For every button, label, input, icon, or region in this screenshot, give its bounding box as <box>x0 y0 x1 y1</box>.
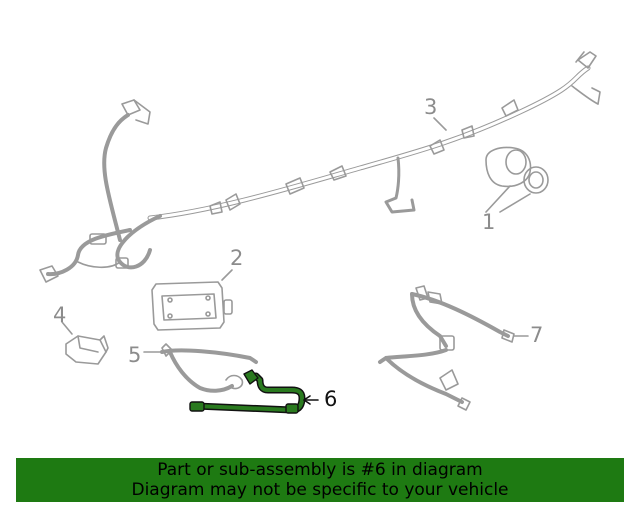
callout-7: 7 <box>530 323 544 347</box>
highlighted-tube-part-6 <box>189 369 319 414</box>
callout-4: 4 <box>53 303 67 327</box>
callout-5: 5 <box>128 343 142 367</box>
sensor-part-1 <box>485 146 549 194</box>
callout-1: 1 <box>482 210 496 234</box>
callout-2: 2 <box>230 246 244 270</box>
callout-3: 3 <box>424 95 438 119</box>
module-part-2 <box>151 281 233 331</box>
callout-6: 6 <box>324 387 338 411</box>
info-banner: Part or sub-assembly is #6 in diagram Di… <box>16 458 624 502</box>
tube-part-7 <box>378 285 515 411</box>
banner-line-2: Diagram may not be specific to your vehi… <box>131 480 509 500</box>
tube-part-5 <box>160 343 258 393</box>
bracket-part-4 <box>65 335 109 365</box>
wiring-harness-part-3 <box>39 51 601 283</box>
leader-lines <box>61 117 531 353</box>
banner-line-1: Part or sub-assembly is #6 in diagram <box>157 460 483 480</box>
